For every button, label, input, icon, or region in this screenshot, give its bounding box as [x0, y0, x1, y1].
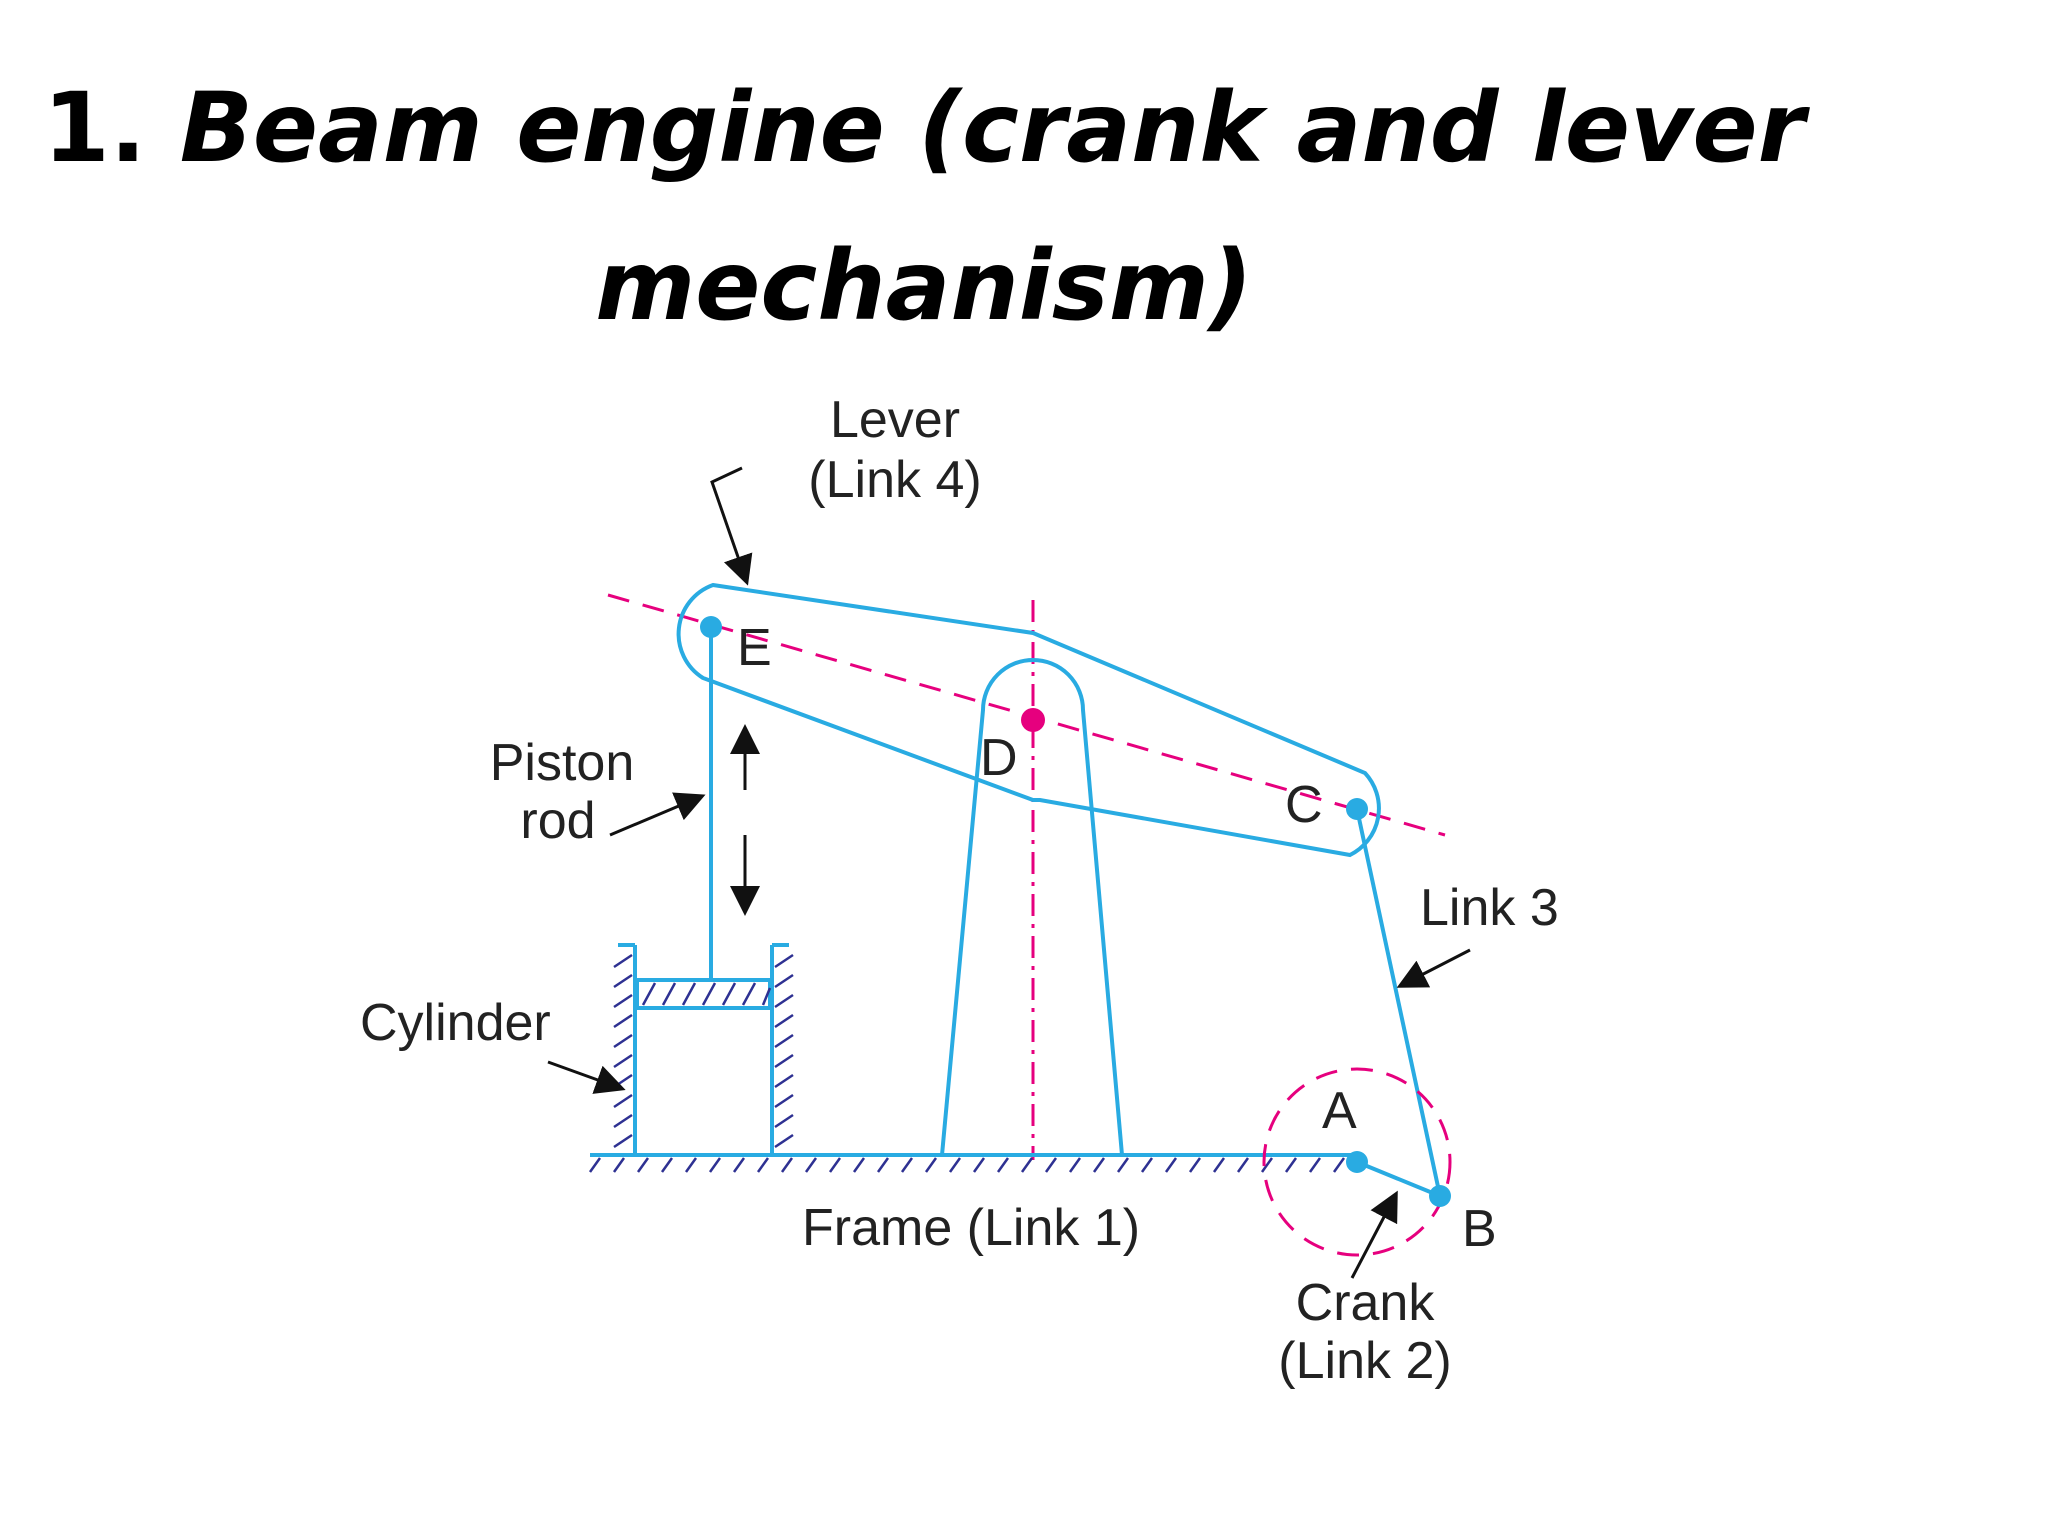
- joint-b: [1429, 1185, 1451, 1207]
- point-e-label: E: [737, 619, 772, 677]
- crank-leader-arrow: [1350, 1190, 1398, 1279]
- link3-label: Link 3: [1420, 879, 1559, 937]
- title-number: 1.: [43, 72, 147, 184]
- lever-label-line2: (Link 4): [808, 451, 981, 509]
- piston-rod-leader-arrow: [609, 792, 706, 837]
- piston-label-line1: Piston: [490, 734, 635, 792]
- cylinder-label: Cylinder: [360, 994, 551, 1052]
- point-b-label: B: [1462, 1200, 1497, 1258]
- joint-c: [1346, 798, 1368, 820]
- slide-title-line1: 1. Beam engine (crank and lever: [0, 80, 1948, 176]
- joint-d: [1021, 708, 1045, 732]
- crank-label-line1: Crank: [1296, 1274, 1436, 1332]
- frame-label: Frame (Link 1): [802, 1199, 1140, 1257]
- lever-link-4: [676, 582, 1381, 858]
- lever-leader-arrow: [710, 466, 753, 586]
- joint-e: [700, 616, 722, 638]
- point-a-label: A: [1322, 1082, 1357, 1140]
- link-3: [1355, 808, 1442, 1197]
- point-c-label: C: [1285, 776, 1323, 834]
- piston-label-line2: rod: [520, 792, 595, 850]
- frame-hatching: [588, 1157, 1346, 1173]
- crank-link-2: [1356, 1160, 1441, 1198]
- piston: [635, 978, 772, 1010]
- cylinder-leader-arrow: [547, 1060, 626, 1094]
- cylinder: [613, 943, 794, 1155]
- slide-title-line2: mechanism): [0, 238, 1948, 334]
- support-pillar: [940, 658, 1124, 1156]
- link3-leader-arrow: [1396, 948, 1471, 988]
- lever-label-line1: Lever: [830, 391, 960, 449]
- title-text-line1: Beam engine (crank and lever: [179, 72, 1805, 184]
- point-d-label: D: [980, 729, 1018, 787]
- crank-label-line2: (Link 2): [1278, 1332, 1451, 1390]
- crank-path-circle: [1262, 1067, 1452, 1257]
- title-text-line2: mechanism): [595, 230, 1253, 342]
- joint-a: [1346, 1151, 1368, 1173]
